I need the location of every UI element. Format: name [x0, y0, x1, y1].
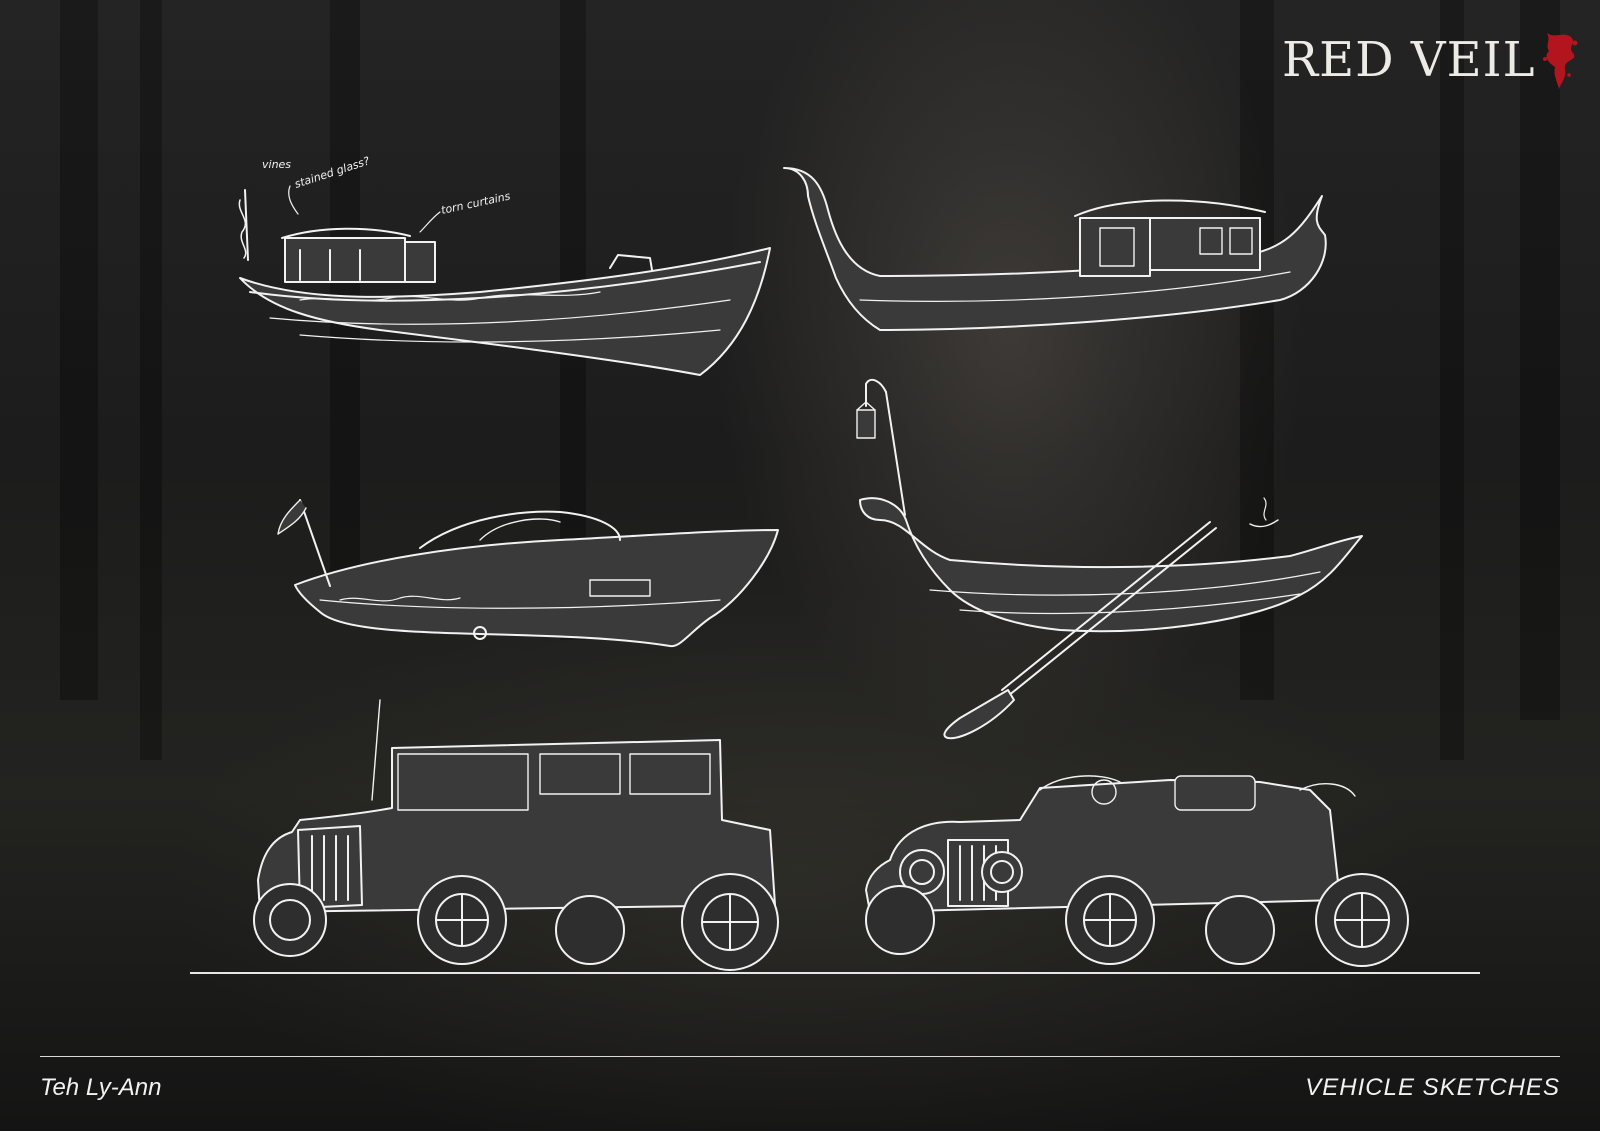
houseboat-sketch	[238, 189, 771, 376]
vintage-sedan-sketch	[253, 699, 779, 971]
background-tree	[140, 0, 162, 760]
ground-line	[190, 972, 1480, 974]
sheet-title: VEHICLE SKETCHES	[1305, 1074, 1560, 1101]
background-tree	[1440, 0, 1464, 760]
gondola-cabin-sketch	[783, 167, 1327, 331]
vintage-convertible-sketch	[865, 775, 1409, 967]
logo-text: RED VEIL	[1282, 32, 1536, 88]
red-ink-splatter-icon	[1543, 33, 1578, 89]
speedboat-sketch	[277, 499, 779, 648]
annotation-torn-curtains: torn curtains	[440, 190, 512, 217]
background-tree	[1520, 0, 1560, 720]
annotation-stained-glass: stained glass?	[293, 154, 371, 191]
rowboat-oar-sketch	[856, 378, 1363, 740]
red-veil-logo: RED VEIL	[1282, 30, 1581, 90]
background-tree	[60, 0, 98, 700]
annotation-vines: vines	[262, 158, 291, 171]
footer-divider	[40, 1056, 1560, 1057]
artist-name: Teh Ly-Ann	[40, 1074, 162, 1101]
